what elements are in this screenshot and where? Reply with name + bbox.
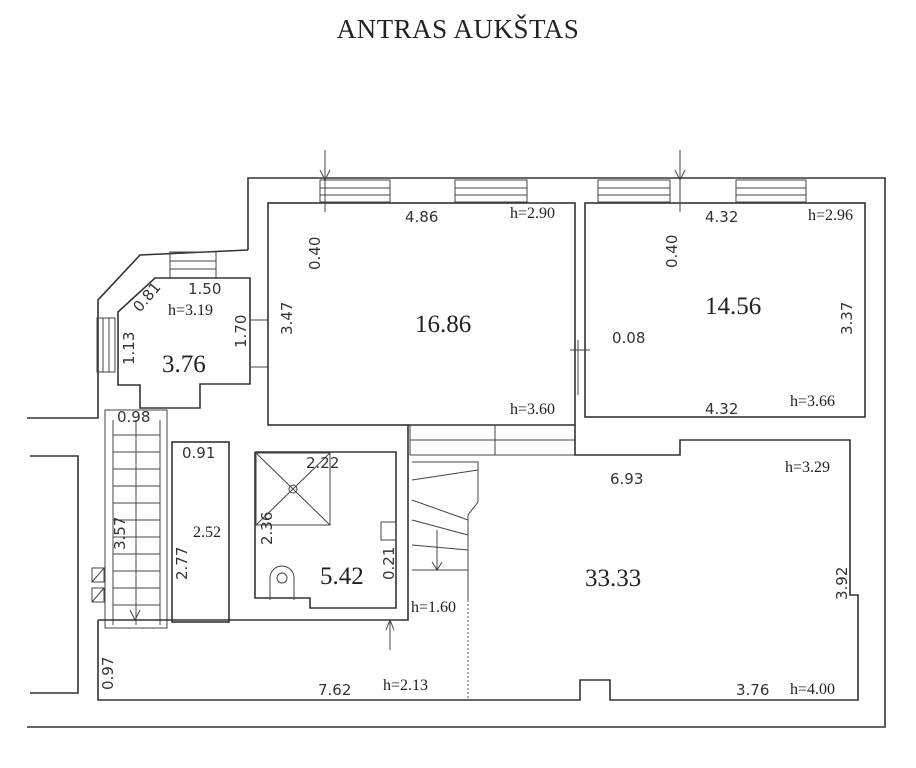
staircase-2 [409, 424, 576, 600]
room-3-76 [117, 277, 251, 409]
dimension: 0.97 [99, 657, 117, 690]
dimension: 1.13 [120, 332, 138, 365]
room-area: 2.52 [193, 524, 221, 541]
staircase [91, 409, 168, 629]
dimension: 0.81 [129, 278, 164, 315]
ceiling-height: h=3.19 [168, 302, 213, 319]
dimension: 2.22 [306, 454, 339, 472]
dimension: 0.21 [380, 547, 398, 580]
windows [96, 150, 807, 373]
dimension: 0.40 [663, 235, 681, 268]
plan-title: ANTRAS AUKŠTAS [336, 14, 580, 44]
dimension: 3.37 [838, 302, 856, 335]
room-area: 16.86 [415, 311, 471, 338]
dimension: 0.98 [117, 408, 150, 426]
dimension: 6.93 [610, 470, 643, 488]
room-area: 3.76 [162, 351, 206, 378]
dimension: 3.92 [833, 567, 851, 600]
bathroom [98, 425, 409, 621]
ceiling-height: h=3.66 [790, 393, 835, 410]
dimension: 0.08 [612, 329, 645, 347]
outer-walls [27, 177, 886, 728]
ceiling-height: h=3.60 [510, 401, 555, 418]
room-14-56 [584, 202, 866, 418]
dimension: 3.47 [278, 302, 296, 335]
dimension: 1.70 [232, 315, 250, 348]
room-area: 33.33 [585, 565, 641, 592]
dimension: 3.57 [111, 517, 129, 550]
dimension: 0.40 [306, 237, 324, 270]
dimension: 1.50 [188, 280, 221, 298]
dimension: 3.76 [736, 681, 769, 699]
ceiling-height: h=2.90 [510, 205, 555, 222]
dimension: 4.86 [405, 208, 438, 226]
dimension: 7.62 [318, 681, 351, 699]
dimension: 2.77 [173, 547, 191, 580]
ceiling-height: h=1.60 [411, 599, 456, 616]
ceiling-height: h=4.00 [790, 681, 835, 698]
ceiling-height: h=2.96 [808, 207, 853, 224]
room-area: 5.42 [320, 563, 364, 590]
dimension: 2.36 [258, 512, 276, 545]
dimension: 0.91 [182, 444, 215, 462]
closet [171, 441, 230, 623]
room-area: 14.56 [705, 293, 761, 320]
ceiling-height: h=3.29 [785, 459, 830, 476]
dimension: 4.32 [705, 208, 738, 226]
dimension: 4.32 [705, 400, 738, 418]
ceiling-height: h=2.13 [383, 677, 428, 694]
corridor [97, 620, 468, 701]
room-33-33 [468, 425, 859, 701]
